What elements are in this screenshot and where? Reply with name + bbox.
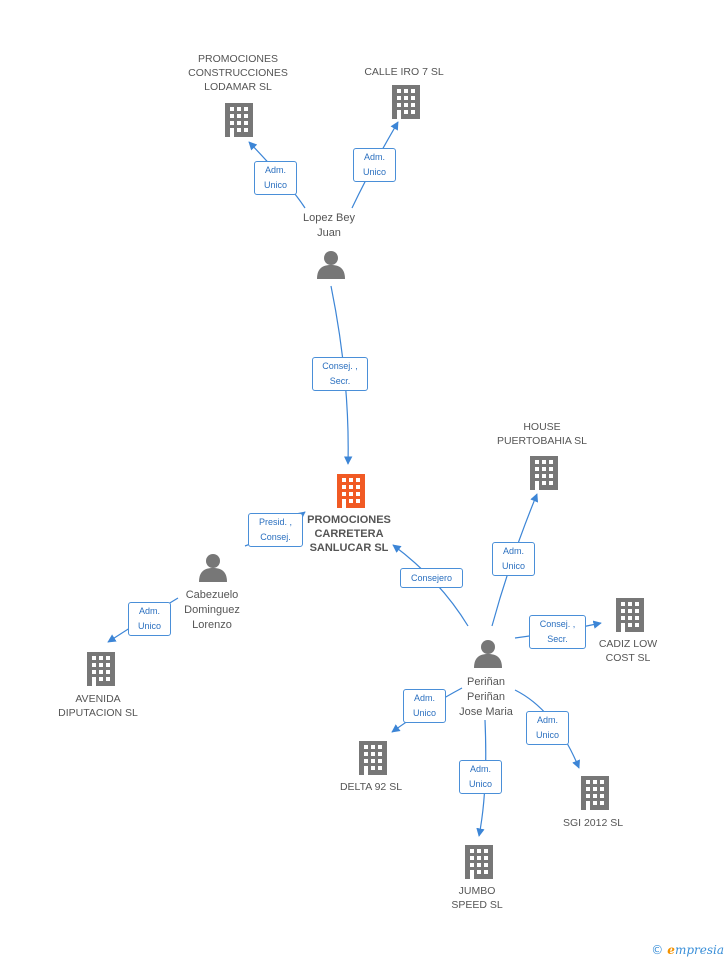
edge-label-lopez-lodamar[interactable]: Adm. Unico	[254, 161, 297, 195]
edge-label-cabezuelo-center[interactable]: Presid. , Consej.	[248, 513, 303, 547]
node-cabezuelo-label[interactable]: Cabezuelo Dominguez Lorenzo	[184, 589, 240, 631]
brand-name: mpresia	[674, 943, 724, 957]
node-icons	[87, 85, 644, 879]
building-icon	[465, 845, 493, 879]
edge-label-perinan-sgi[interactable]: Adm. Unico	[526, 711, 569, 745]
node-house-puertobahia-label[interactable]: HOUSE PUERTOBAHIA SL	[496, 421, 588, 447]
node-calle-iro-label[interactable]: CALLE IRO 7 SL	[364, 66, 444, 78]
edge-label-perinan-cadiz[interactable]: Consej. , Secr.	[529, 615, 586, 649]
edge-label-perinan-jumbo[interactable]: Adm. Unico	[459, 760, 502, 794]
node-cadiz-label[interactable]: CADIZ LOW COST SL	[598, 638, 658, 664]
building-icon	[225, 103, 253, 137]
edge-label-perinan-center[interactable]: Consejero	[400, 568, 463, 588]
edge-label-perinan-delta[interactable]: Adm. Unico	[403, 689, 446, 723]
person-icon	[317, 251, 345, 279]
building-icon	[392, 85, 420, 119]
copyright-icon: ©	[651, 943, 664, 957]
node-delta-label[interactable]: DELTA 92 SL	[339, 781, 403, 793]
edge-label-perinan-house[interactable]: Adm. Unico	[492, 542, 535, 576]
node-perinan-label[interactable]: Periñan Periñan Jose Maria	[459, 676, 513, 718]
edge-label-lopez-center[interactable]: Consej. , Secr.	[312, 357, 368, 391]
edge-label-cabezuelo-avenida[interactable]: Adm. Unico	[128, 602, 171, 636]
node-center-company-label[interactable]: PROMOCIONES CARRETERA SANLUCAR SL	[307, 514, 391, 554]
building-icon	[359, 741, 387, 775]
node-lopez-bey-label[interactable]: Lopez Bey Juan	[303, 212, 355, 239]
edge-label-lopez-calleiro[interactable]: Adm. Unico	[353, 148, 396, 182]
node-promociones-lodamar-label[interactable]: PROMOCIONES CONSTRUCCIONES LODAMAR SL	[188, 53, 288, 93]
building-icon	[337, 474, 365, 508]
empresia-watermark: ©empresia	[651, 943, 724, 957]
node-avenida-label[interactable]: AVENIDA DIPUTACION SL	[58, 693, 138, 719]
node-sgi-label[interactable]: SGI 2012 SL	[562, 817, 624, 829]
person-icon	[474, 640, 502, 668]
person-icon	[199, 554, 227, 582]
node-jumbo-label[interactable]: JUMBO SPEED SL	[451, 885, 503, 911]
brand-initial: e	[667, 943, 675, 957]
building-icon	[616, 598, 644, 632]
building-icon	[530, 456, 558, 490]
building-icon	[87, 652, 115, 686]
building-icon	[581, 776, 609, 810]
